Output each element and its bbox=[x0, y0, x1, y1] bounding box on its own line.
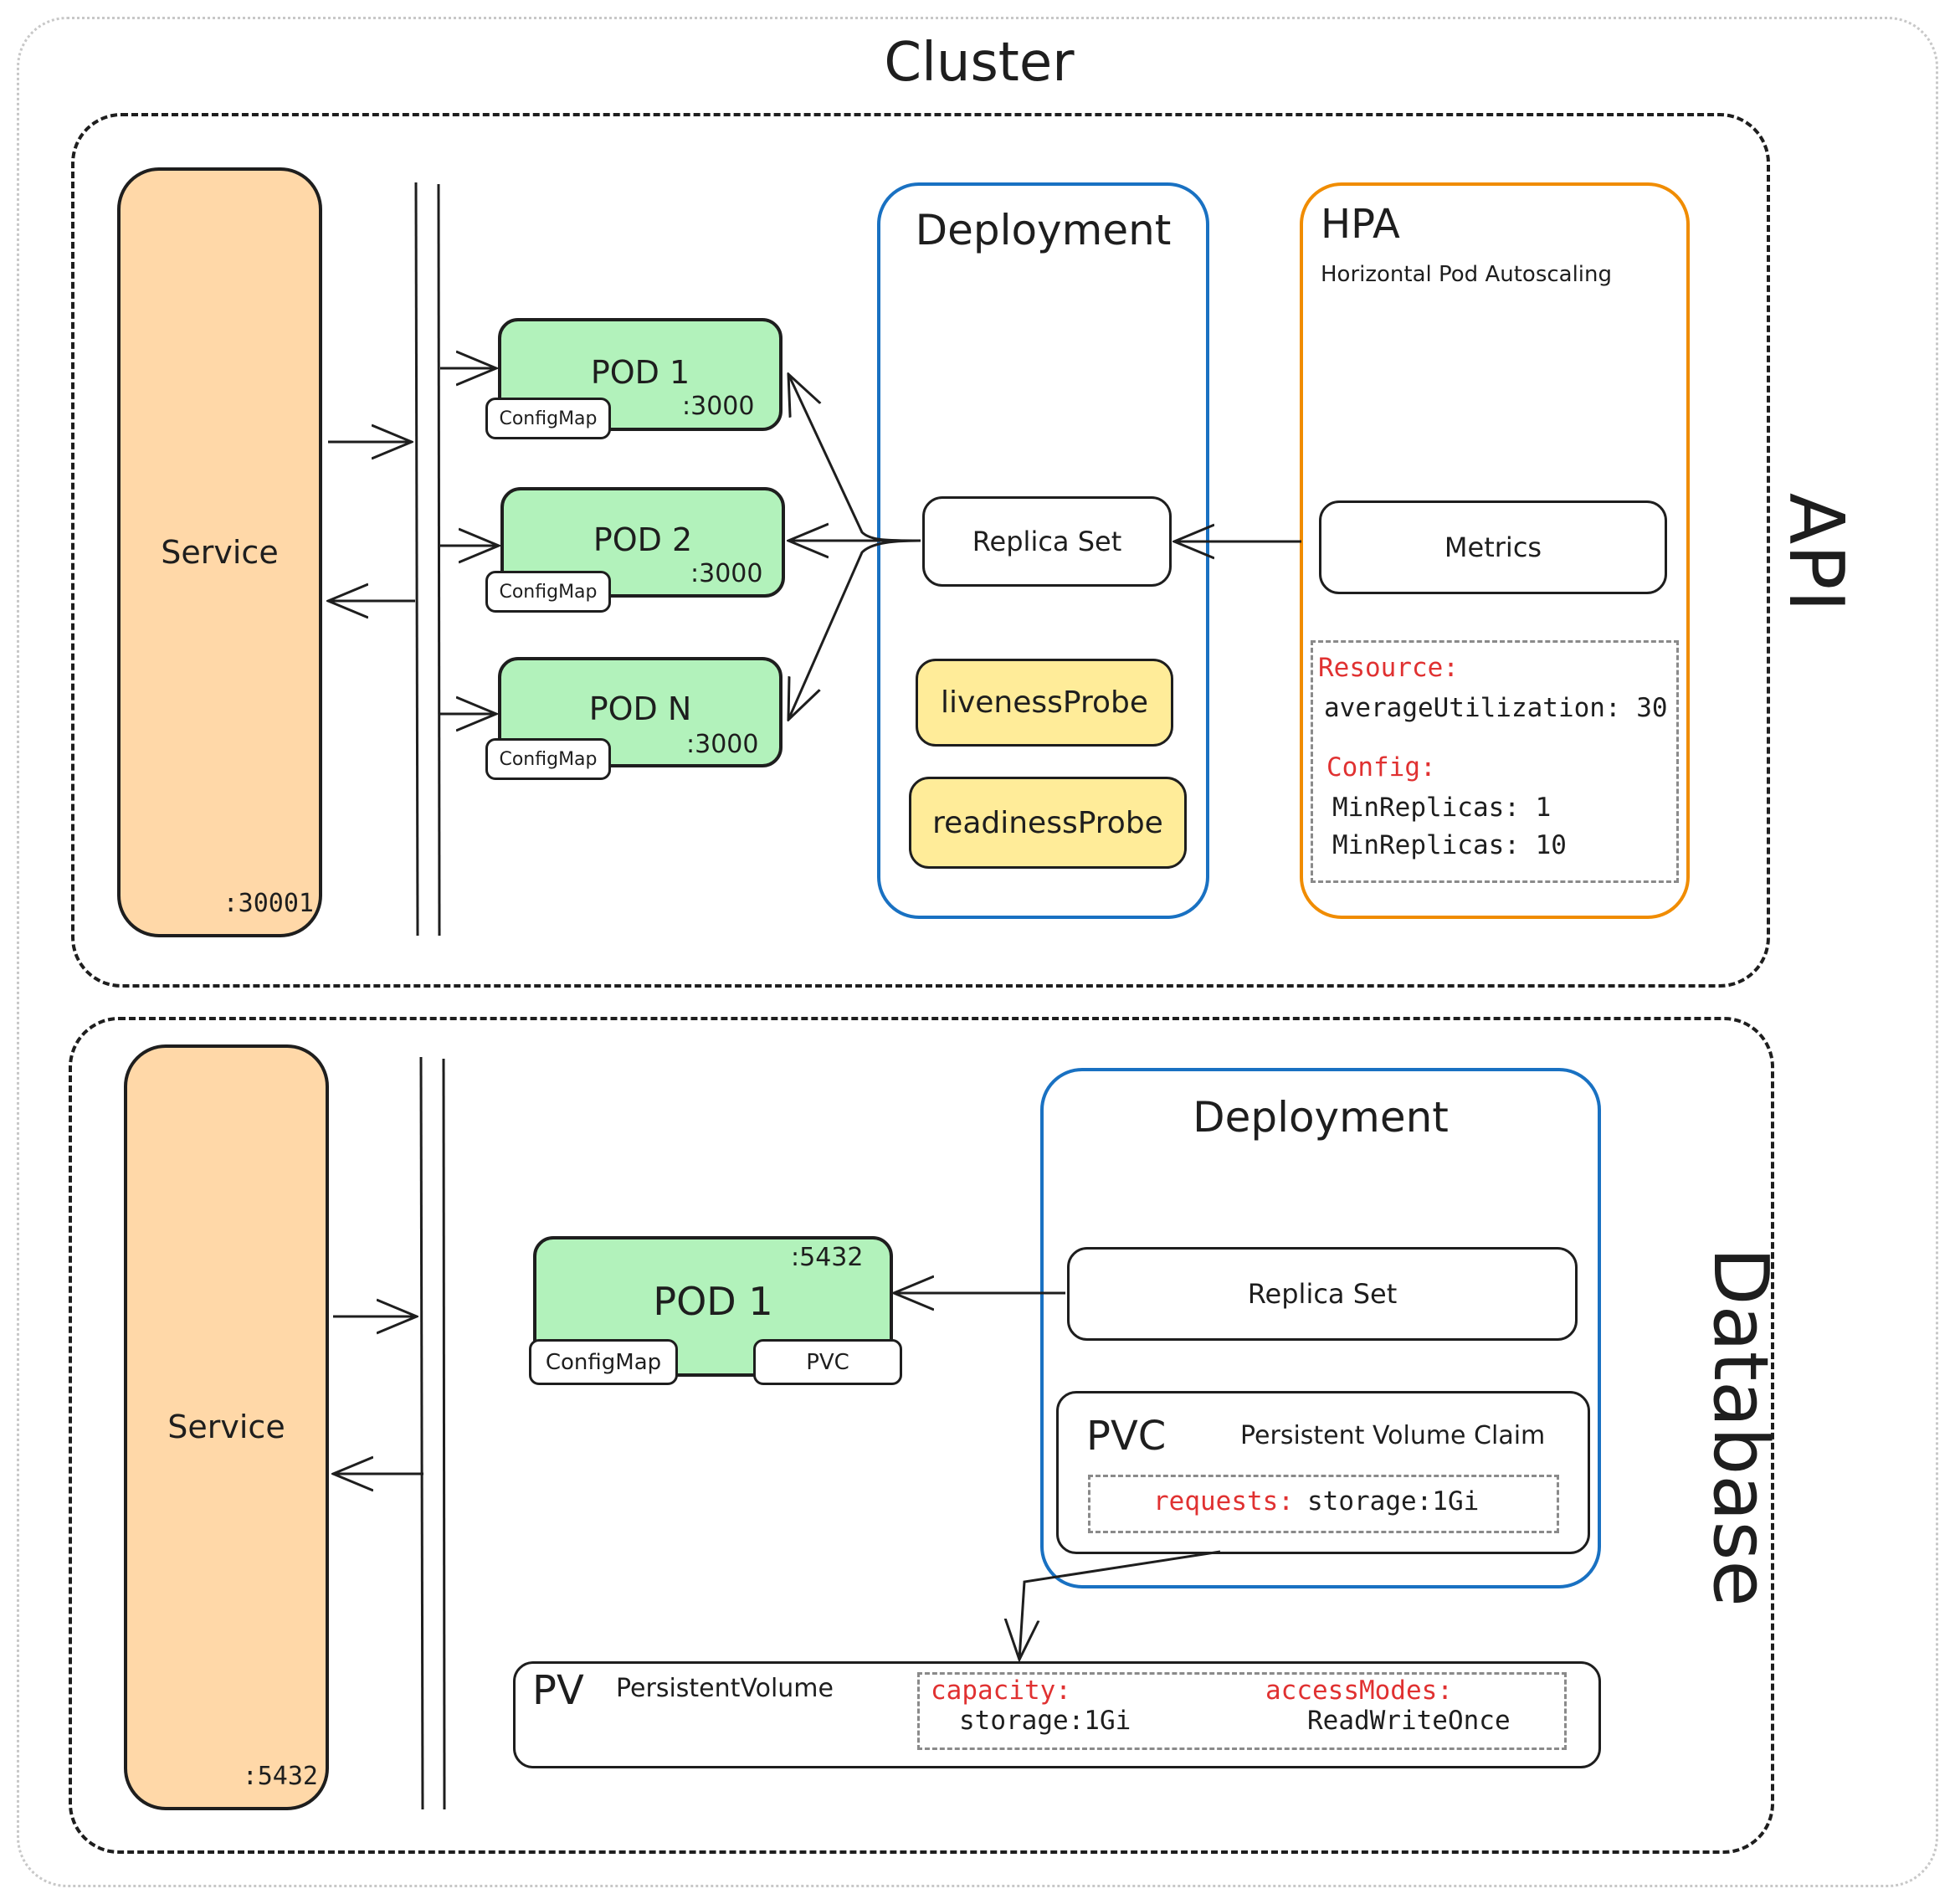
database-service-port: :5432 bbox=[242, 1762, 318, 1791]
api-pod-1-configmap: ConfigMap bbox=[485, 398, 611, 439]
api-service-label: Service bbox=[161, 534, 279, 571]
pv-access-value: ReadWriteOnce bbox=[1307, 1706, 1511, 1736]
pvc-to-pv-arrow bbox=[1019, 1550, 1221, 1660]
database-service-label: Service bbox=[167, 1409, 285, 1445]
pvc-subtitle: Persistent Volume Claim bbox=[1240, 1421, 1546, 1450]
api-pod-2-configmap: ConfigMap bbox=[485, 571, 611, 613]
database-pod-1-port: :5432 bbox=[791, 1243, 864, 1272]
pv-capacity-value: storage:1Gi bbox=[959, 1706, 1131, 1736]
hpa-spec bbox=[1311, 640, 1679, 883]
pv-box[interactable] bbox=[513, 1661, 1601, 1768]
readiness-probe[interactable]: readinessProbe bbox=[909, 777, 1187, 869]
api-service[interactable] bbox=[117, 167, 322, 937]
api-replica-to-pod-1-arrow bbox=[788, 374, 921, 542]
pv-subtitle: PersistentVolume bbox=[616, 1674, 834, 1703]
api-replica-set[interactable]: Replica Set bbox=[922, 496, 1172, 587]
api-pod-2-port: :3000 bbox=[690, 559, 763, 588]
database-replica-set[interactable]: Replica Set bbox=[1067, 1247, 1578, 1341]
pv-title: PV bbox=[532, 1667, 584, 1714]
cluster-frame bbox=[17, 17, 1938, 1887]
api-pod-1-port: :3000 bbox=[682, 392, 755, 421]
hpa-resource-value: averageUtilization: 30 bbox=[1324, 693, 1668, 723]
hpa-config-line-1: MinReplicas: 1 bbox=[1332, 793, 1552, 823]
pvc-requests-value: storage:1Gi bbox=[1307, 1486, 1480, 1517]
api-pod-n-port: :3000 bbox=[686, 730, 759, 759]
hpa[interactable] bbox=[1300, 182, 1690, 919]
hpa-subtitle: Horizontal Pod Autoscaling bbox=[1321, 262, 1613, 287]
api-deployment-title: Deployment bbox=[915, 206, 1172, 254]
cluster-title: Cluster bbox=[884, 32, 1075, 94]
pvc-spec bbox=[1088, 1475, 1559, 1533]
database-section bbox=[69, 1017, 1774, 1854]
api-service-port: :30001 bbox=[223, 889, 314, 918]
hpa-resource-key: Resource: bbox=[1318, 653, 1459, 683]
database-pod-1-configmap: ConfigMap bbox=[529, 1339, 678, 1385]
api-replica-to-pod-n-arrow bbox=[788, 539, 921, 720]
api-bus-line-left bbox=[414, 182, 419, 937]
database-bus-line-left bbox=[419, 1056, 424, 1810]
database-service[interactable] bbox=[124, 1044, 329, 1810]
hpa-config-key: Config: bbox=[1326, 752, 1436, 783]
pv-spec bbox=[917, 1672, 1567, 1750]
hpa-title: HPA bbox=[1321, 201, 1400, 248]
api-pod-2-label: POD 2 bbox=[593, 521, 693, 558]
api-section bbox=[71, 113, 1770, 988]
pv-capacity-key: capacity: bbox=[931, 1676, 1071, 1706]
api-pod-n-configmap: ConfigMap bbox=[485, 738, 611, 780]
hpa-config-line-2: MinReplicas: 10 bbox=[1332, 830, 1567, 860]
api-pod-n-label: POD N bbox=[588, 690, 692, 727]
liveness-probe[interactable]: livenessProbe bbox=[916, 659, 1173, 747]
api-pod-1-label: POD 1 bbox=[590, 354, 690, 391]
hpa-metrics[interactable]: Metrics bbox=[1319, 500, 1667, 594]
pv-access-key: accessModes: bbox=[1265, 1676, 1453, 1706]
database-deployment[interactable] bbox=[1040, 1068, 1601, 1588]
pvc-box[interactable] bbox=[1056, 1391, 1590, 1554]
database-pod-1-pvc: PVC bbox=[753, 1339, 902, 1385]
database-pod-1-label: POD 1 bbox=[653, 1279, 773, 1324]
pvc-requests-key: requests: bbox=[1153, 1486, 1294, 1517]
database-deployment-title: Deployment bbox=[1193, 1093, 1449, 1142]
pvc-title: PVC bbox=[1086, 1413, 1167, 1460]
